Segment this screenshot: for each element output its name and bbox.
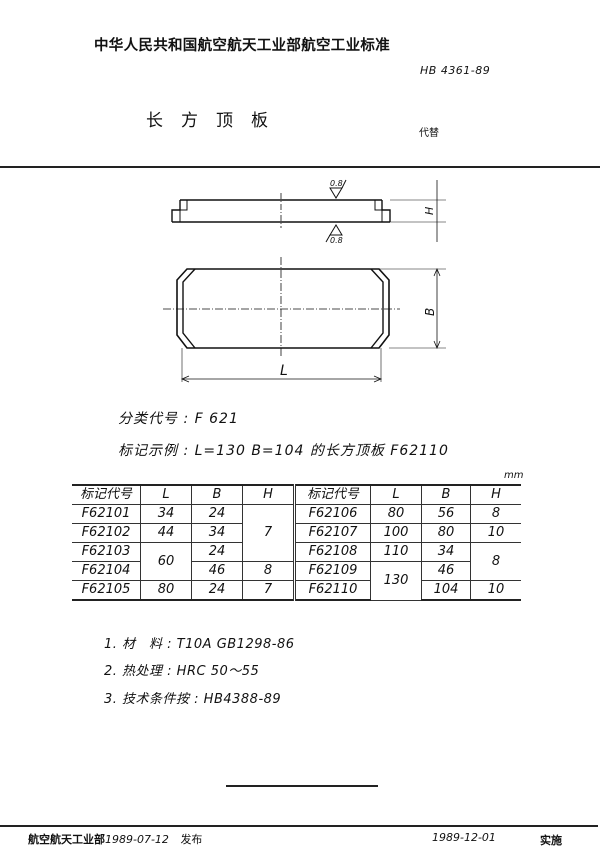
note-heat-treatment: 2. 热处理 : HRC 50～55: [104, 664, 260, 679]
classification-line: 分类代号 : F 621: [118, 411, 239, 427]
implementation-date: 1989-12-01: [432, 831, 496, 844]
header-h: H: [242, 484, 295, 505]
cell-b: 104: [421, 580, 471, 601]
cell-h: 8: [470, 504, 521, 524]
cell-b: 56: [421, 504, 471, 524]
cell-code: F62101: [72, 504, 141, 524]
cell-code: F62106: [293, 504, 371, 524]
svg-text:0.8: 0.8: [330, 179, 343, 188]
note-technical-conditions: 3. 技术条件按 : HB4388-89: [104, 692, 282, 707]
classification-value: F 621: [194, 411, 239, 427]
cell-code: F62110: [293, 580, 371, 601]
cell-code: F62109: [293, 561, 371, 581]
header-h-2: H: [470, 484, 521, 505]
cell-b: 80: [421, 523, 471, 543]
replaces-label: 代替: [419, 128, 439, 139]
cell-l: 80: [370, 504, 422, 524]
top-view: B L: [163, 257, 446, 383]
unit-label: mm: [504, 470, 524, 481]
cell-code: F62107: [293, 523, 371, 543]
cell-l: 80: [140, 580, 192, 601]
marking-label: 标记示例: [118, 443, 178, 459]
issuer: 航空航天工业部: [28, 833, 105, 846]
svg-text:0.8: 0.8: [330, 236, 343, 245]
classification-label: 分类代号: [118, 411, 178, 427]
implementation-label: 实施: [540, 834, 562, 847]
cell-l: 60: [140, 542, 192, 581]
org-title: 中华人民共和国航空航天工业部航空工业标准: [94, 38, 390, 54]
cell-h: 8: [242, 561, 295, 581]
marking-value: L=130 B=104 的长方顶板 F62110: [194, 443, 449, 459]
header-b: B: [191, 484, 243, 505]
cell-b: 46: [421, 561, 471, 581]
header-b-2: B: [421, 484, 471, 505]
header-code: 标记代号: [72, 484, 141, 505]
svg-text:L: L: [280, 363, 288, 379]
footer-rule: [0, 825, 598, 827]
header-code-2: 标记代号: [293, 484, 371, 505]
cell-l: 100: [370, 523, 422, 543]
marking-example-line: 标记示例 : L=130 B=104 的长方顶板 F62110: [118, 443, 449, 459]
technical-drawing: 0.8 0.8 H B L: [163, 179, 446, 383]
header-l-2: L: [370, 484, 422, 505]
table-row: F62104 46 8 F62109 130 46: [72, 561, 521, 601]
cell-l: 34: [140, 504, 192, 524]
svg-text:H: H: [423, 207, 436, 215]
document-title: 长方顶板: [146, 111, 286, 131]
cell-b: 46: [191, 561, 243, 581]
cell-code: F62108: [293, 542, 371, 562]
cell-h: 7: [242, 580, 295, 601]
end-rule: [226, 785, 378, 787]
cell-h: 10: [470, 580, 521, 601]
cell-l: 130: [370, 561, 422, 601]
cell-code: F62105: [72, 580, 141, 601]
table-row: F62105 80 24 7 F62110 104 10: [72, 580, 521, 601]
cell-h: 8: [470, 542, 521, 581]
header-rule: [0, 166, 600, 168]
issue-info: 航空航天工业部1989-07-12 发布: [28, 831, 202, 847]
cell-b: 34: [421, 542, 471, 562]
note-material: 1. 材 料 : T10A GB1298-86: [104, 637, 295, 652]
table-row: F62101 34 24 7 F62106 80 56 8: [72, 504, 521, 562]
cell-l: 44: [140, 523, 192, 543]
table-row: F62102 44 34 F62107 100 80 10: [72, 523, 521, 543]
cell-h: 7: [242, 504, 295, 562]
cell-b: 24: [191, 504, 243, 524]
issue-date: 1989-07-12: [105, 833, 169, 846]
cell-b: 24: [191, 580, 243, 601]
cell-h: 10: [470, 523, 521, 543]
cell-code: F62103: [72, 542, 141, 562]
table-header-row: 标记代号 L B H 标记代号 L B H: [72, 484, 521, 505]
svg-text:B: B: [423, 308, 437, 316]
cell-code: F62104: [72, 561, 141, 581]
cell-l: 110: [370, 542, 422, 562]
header-l: L: [140, 484, 192, 505]
standard-number: HB 4361-89: [420, 64, 491, 77]
side-view: 0.8 0.8 H: [171, 179, 446, 245]
table-row: F62103 60 24 F62108 110 34 8: [72, 542, 521, 581]
specification-table: 标记代号 L B H 标记代号 L B H F62101 34 24 7 F62…: [72, 484, 521, 601]
cell-b: 34: [191, 523, 243, 543]
cell-code: F62102: [72, 523, 141, 543]
cell-b: 24: [191, 542, 243, 562]
issue-label: 发布: [180, 833, 203, 846]
